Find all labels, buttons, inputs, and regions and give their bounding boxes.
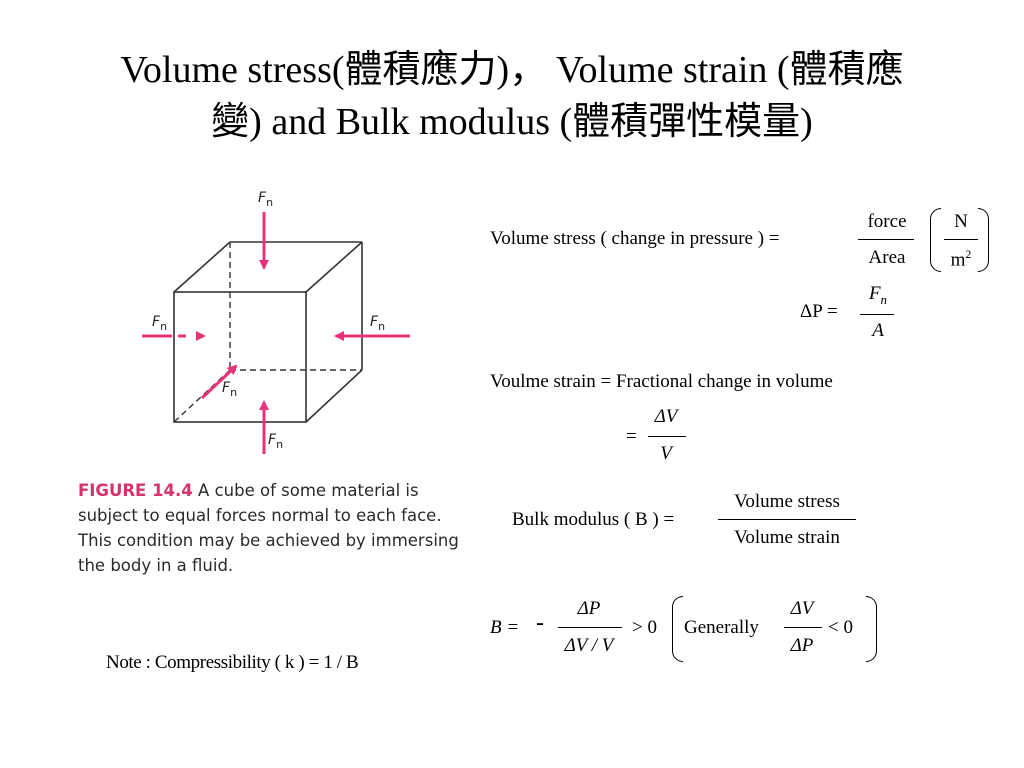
cube-figure: Fn Fn Fn Fn Fn [118, 180, 478, 470]
pressure-lhs: ΔP = [800, 301, 838, 322]
caption-text: A cube of some material is subject to eq… [78, 481, 459, 575]
formula-denominator: ΔV / V [564, 635, 614, 656]
force-label-top: Fn [258, 190, 273, 209]
cube-front-face [173, 291, 307, 423]
formula-numerator: ΔP [577, 598, 601, 619]
unit-paren-left [930, 208, 941, 272]
formula-lhs: B = [490, 617, 520, 638]
formula-minus: - [536, 610, 544, 636]
stress-lhs: Volume stress ( change in pressure ) = [490, 228, 780, 249]
unit-numerator: N [954, 211, 968, 232]
unit-fraction-bar [944, 239, 978, 240]
unit-paren-right [978, 208, 989, 272]
formula-generally: Generally [684, 617, 759, 638]
formula-paren-denominator: ΔP [790, 635, 814, 656]
force-label-right: Fn [370, 314, 385, 333]
compressibility-note: Note : Compressibility ( k ) = 1 / B [106, 652, 359, 673]
cube-hidden-edges [173, 242, 362, 423]
force-label-left: Fn [152, 314, 167, 333]
formula-lt-zero: < 0 [828, 617, 853, 638]
cube-diagram: Fn Fn Fn Fn Fn [142, 190, 410, 454]
strain-denominator: V [660, 443, 672, 464]
bulk-denominator: Volume strain [734, 527, 840, 548]
strain-text: Voulme strain = Fractional change in vol… [490, 371, 833, 392]
strain-eq-sign: = [626, 426, 637, 447]
stress-denominator: Area [868, 247, 906, 268]
figure-caption: FIGURE 14.4 A cube of some material is s… [78, 478, 470, 578]
strain-fraction-bar [648, 436, 686, 437]
pressure-fraction-bar [860, 314, 894, 315]
formula-fraction-bar [558, 627, 622, 628]
slide-title: Volume stress(體積應力)， Volume strain (體積應 … [40, 44, 984, 148]
formula-paren-fraction-bar [784, 627, 822, 628]
stress-numerator: force [867, 211, 907, 232]
force-label-front: Fn [222, 380, 237, 399]
pressure-numerator: Fn [868, 283, 888, 307]
title-line-1: Volume stress(體積應力)， Volume strain (體積應 [120, 49, 904, 91]
pressure-denominator: A [872, 320, 884, 341]
formula-gt-zero: > 0 [632, 617, 657, 638]
force-label-bottom: Fn [268, 432, 283, 451]
title-line-2: 變) and Bulk modulus (體積彈性模量) [211, 101, 813, 143]
bulk-fraction-bar [718, 519, 856, 520]
bulk-numerator: Volume stress [734, 491, 840, 512]
force-arrows [142, 212, 410, 454]
cube-edges [173, 241, 363, 423]
unit-denominator: m2 [950, 247, 972, 271]
formula-paren-right [866, 596, 877, 662]
formula-paren-numerator: ΔV [790, 598, 814, 619]
strain-numerator: ΔV [654, 406, 678, 427]
bulk-lhs: Bulk modulus ( B ) = [512, 509, 675, 530]
caption-label: FIGURE 14.4 [78, 481, 193, 500]
formula-paren-left [672, 596, 683, 662]
stress-fraction-bar [858, 239, 914, 240]
force-arrow-front [200, 364, 238, 400]
